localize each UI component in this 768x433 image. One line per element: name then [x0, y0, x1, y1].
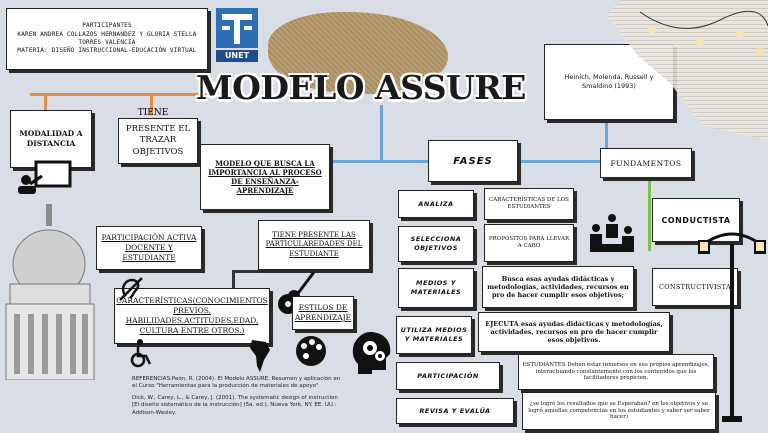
- palette-icon: [296, 336, 326, 366]
- phase-name-box-2: SELECCIONA OBJETIVOS: [398, 226, 474, 262]
- phase-desc-3: Busca esas ayudas didácticas y metodolog…: [487, 274, 629, 300]
- connector-green-v: [648, 176, 651, 251]
- phase-name-1: ANALIZA: [418, 200, 454, 208]
- phase-name-box-6: REVISA Y EVALÚA: [396, 398, 514, 424]
- phase-name-box-3: MEDIOS Y MATERIALES: [398, 268, 474, 308]
- participants-line-3: TORRES VALENCIA: [78, 39, 136, 46]
- participacion-text: PARTICIPACIÓN ACTIVA DOCENTE Y ESTUDIANT…: [101, 232, 197, 263]
- phase-name-box-4: UTILIZA MEDIOS Y MATERIALES: [396, 316, 472, 354]
- modalidad-text: MODALIDAD A DISTANCIA: [19, 129, 83, 148]
- presente-box: PRESENTE EL TRAZAR OBJETIVOS: [118, 118, 198, 164]
- connector-blue-v1: [380, 105, 383, 163]
- reference-2: Dick, W., Carey, L., & Carey, J. (2001).…: [132, 395, 338, 416]
- phase-name-5: PARTICIPACIÓN: [417, 372, 479, 380]
- phase-desc-box-3: Busca esas ayudas didácticas y metodolog…: [482, 266, 634, 308]
- presente-text: PRESENTE EL TRAZAR OBJETIVOS: [125, 123, 191, 157]
- unet-logo: UNET: [212, 6, 262, 64]
- phase-name-2: SELECCIONA OBJETIVOS: [410, 234, 462, 252]
- constructivista-text: CONSTRUCTIVISTA: [659, 283, 731, 291]
- caracteristicas-text: CARACTERÍSTICAS(CONOCIMIENTOS PREVIOS, H…: [116, 295, 268, 336]
- fundamentos-text: FUNDAMENTOS: [610, 158, 682, 168]
- fases-box: FASES: [428, 140, 518, 182]
- participants-box: PARTICIPANTES KAREN ANDREA COLLAZOS HERN…: [6, 8, 208, 70]
- phase-desc-box-1: CARACTERÍSTICAS DE LOS ESTUDIANTES: [484, 188, 574, 220]
- connector-orange-v2: [150, 93, 153, 115]
- phase-desc-4: EJECUTA esas ayudas didácticas y metodol…: [485, 319, 663, 345]
- page-title: MODELO ASSURE: [196, 68, 526, 107]
- participants-line-1: PARTICIPANTES: [82, 22, 132, 30]
- south-america-map-icon: [250, 340, 270, 372]
- phase-desc-box-6: ¿se logró los resultados que se Esperaba…: [522, 392, 716, 430]
- cathedral-illustration-icon: [5, 204, 95, 380]
- participacion-box: PARTICIPACIÓN ACTIVA DOCENTE Y ESTUDIANT…: [96, 226, 202, 270]
- teacher-board-icon: [18, 160, 72, 194]
- connector-orange-v1: [44, 93, 47, 111]
- phase-name-4: UTILIZA MEDIOS Y MATERIALES: [400, 325, 468, 343]
- phase-desc-2: PROPÓSITOS PARA LLEVAR A CABO: [488, 236, 570, 249]
- unet-logo-icon: [216, 8, 258, 62]
- hearing-disability-icon: [119, 277, 143, 301]
- fundamentos-box: FUNDAMENTOS: [600, 148, 692, 178]
- connector-blue-h1: [280, 160, 430, 163]
- phase-desc-5: ESTUDIANTES Deben estar inmersos en sus …: [522, 361, 710, 382]
- estilos-text: ESTILOS DE APRENDIZAJE: [294, 303, 352, 322]
- phase-desc-6: ¿se logró los resultados que se Esperaba…: [528, 400, 710, 421]
- modelo-box: MODELO QUE BUSCA LA IMPORTANCIA AL PROCE…: [200, 144, 330, 210]
- reference-1: REFERENCIAS:Peón, R. (2004). El Modelo A…: [132, 376, 341, 390]
- particularidades-text: TIENE PRESENTE LAS PARTICULAREDADES DEL …: [265, 230, 363, 258]
- unet-logo-text: UNET: [224, 51, 250, 60]
- phase-name-box-1: ANALIZA: [398, 190, 474, 218]
- connector-orange-h: [30, 93, 210, 96]
- participants-line-2: KAREN ANDREA COLLAZOS HERNANDEZ Y GLORIA…: [17, 30, 197, 38]
- burlap-texture: [268, 12, 448, 94]
- connector-blue-h2: [520, 160, 605, 163]
- head-gears-icon: [352, 332, 391, 374]
- phase-desc-box-5: ESTUDIANTES Deben estar inmersos en sus …: [518, 354, 714, 390]
- particularidades-box: TIENE PRESENTE LAS PARTICULAREDADES DEL …: [258, 220, 370, 270]
- estilos-box: ESTILOS DE APRENDIZAJE: [292, 296, 354, 330]
- constructivista-box: CONSTRUCTIVISTA: [652, 268, 738, 306]
- references-block: REFERENCIAS:Peón, R. (2004). El Modelo A…: [132, 376, 342, 432]
- conductista-text: CONDUCTISTA: [661, 215, 731, 225]
- fases-text: FASES: [453, 155, 493, 167]
- phase-desc-box-4: EJECUTA esas ayudas didácticas y metodol…: [478, 312, 670, 352]
- phase-name-box-5: PARTICIPACIÓN: [396, 362, 500, 390]
- connector-dark-v: [232, 270, 235, 290]
- modalidad-box: MODALIDAD A DISTANCIA: [10, 110, 92, 168]
- podium-icon: [590, 214, 634, 252]
- phase-desc-box-2: PROPÓSITOS PARA LLEVAR A CABO: [484, 224, 574, 262]
- wheelchair-icon: [130, 339, 152, 368]
- participants-line-4: MATERIA: DISEÑO INSTRUCCIONAL-EDUCACIÓN …: [17, 47, 197, 55]
- caracteristicas-box: CARACTERÍSTICAS(CONOCIMIENTOS PREVIOS, H…: [114, 288, 270, 344]
- phase-name-6: REVISA Y EVALÚA: [419, 407, 491, 415]
- tiene-label: TIENE: [137, 108, 169, 118]
- authors-text: Heinich, Molenda, Russell y Smaldino (19…: [564, 72, 654, 90]
- connector-dark: [232, 270, 290, 273]
- connector-blue-v2: [605, 95, 608, 161]
- string-lights-icon: [640, 10, 768, 56]
- street-lamp-icon: [698, 232, 766, 422]
- phase-desc-1: CARACTERÍSTICAS DE LOS ESTUDIANTES: [489, 197, 569, 210]
- phase-name-3: MEDIOS Y MATERIALES: [410, 278, 462, 296]
- modelo-text: MODELO QUE BUSCA LA IMPORTANCIA AL PROCE…: [208, 158, 322, 196]
